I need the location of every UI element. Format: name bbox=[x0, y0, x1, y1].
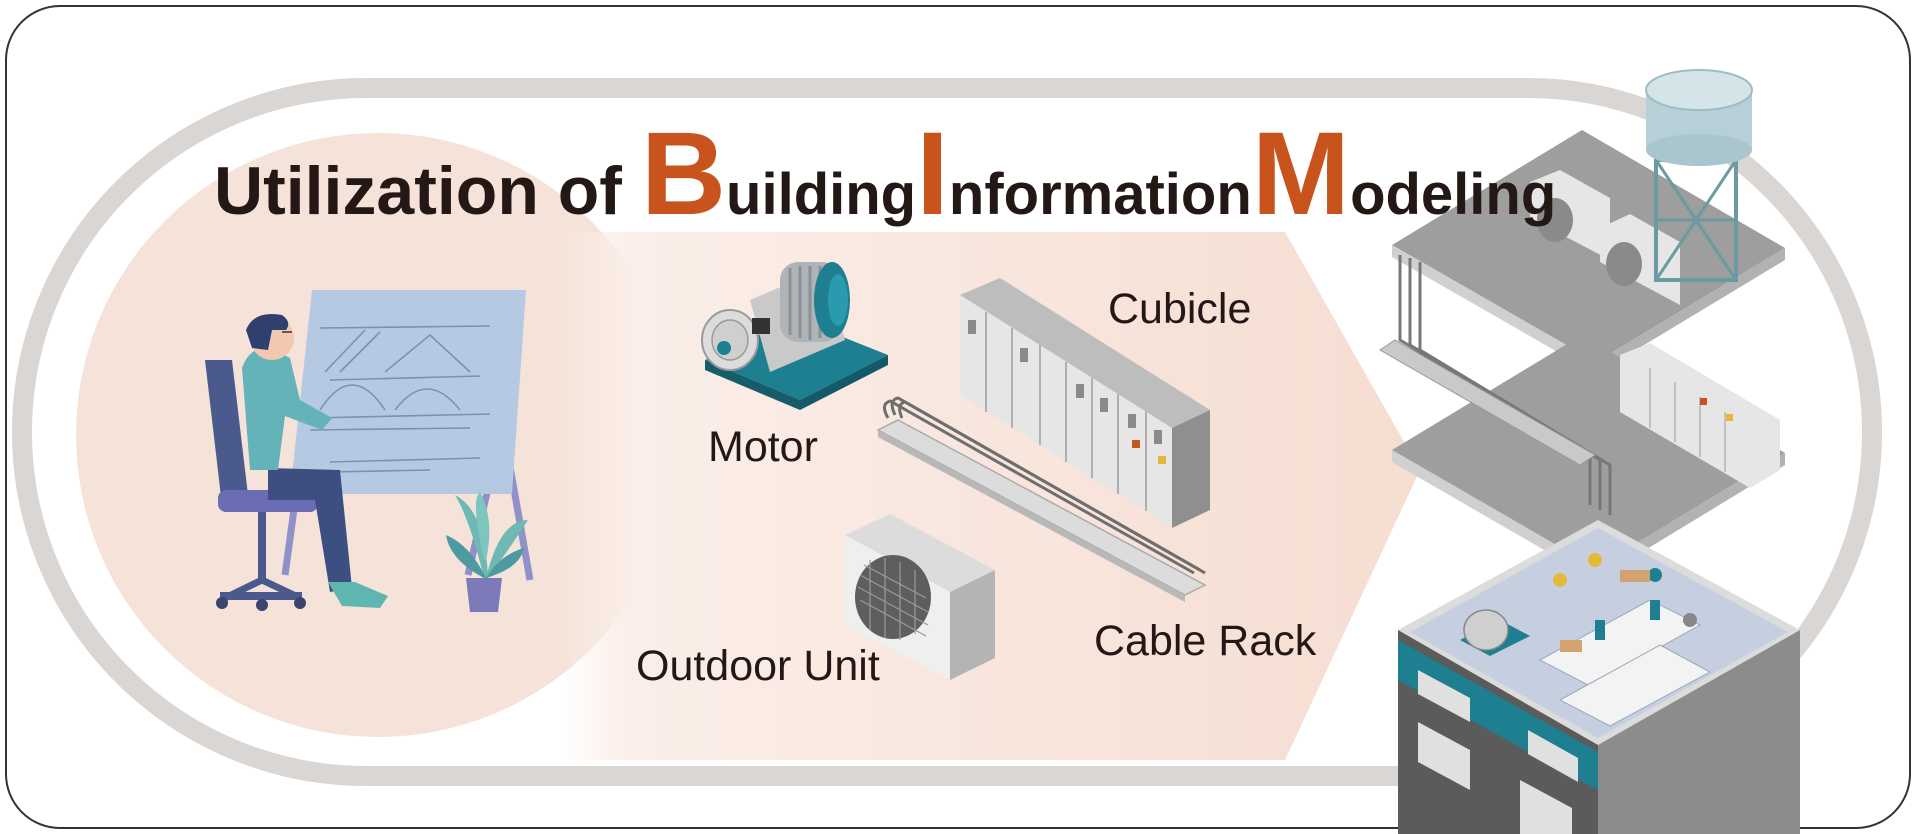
designer-figure bbox=[205, 290, 534, 611]
blueprint-board bbox=[290, 290, 526, 494]
title-word-building: uilding bbox=[726, 162, 916, 227]
page-title: Utilization of BuildingInformationModeli… bbox=[214, 108, 1556, 240]
label-outdoor-unit: Outdoor Unit bbox=[636, 642, 880, 690]
capsule-track bbox=[12, 78, 1882, 786]
label-motor: Motor bbox=[708, 423, 818, 471]
cable-rack-icon bbox=[876, 396, 1207, 602]
motor-icon bbox=[701, 262, 888, 410]
label-cable-rack: Cable Rack bbox=[1094, 617, 1317, 665]
title-word-information: nformation bbox=[949, 162, 1252, 227]
outdoor-unit-icon bbox=[845, 514, 995, 680]
title-initial-m: M bbox=[1252, 108, 1350, 240]
plant-icon bbox=[446, 492, 528, 612]
title-prefix: Utilization of bbox=[214, 153, 641, 229]
title-word-modeling: odeling bbox=[1350, 162, 1556, 227]
water-tower-icon bbox=[1645, 69, 1753, 282]
cubicle-icon bbox=[960, 278, 1210, 528]
title-initial-i: I bbox=[916, 108, 949, 240]
building-icon bbox=[1379, 69, 1800, 834]
title-initial-b: B bbox=[641, 108, 726, 240]
label-cubicle: Cubicle bbox=[1108, 285, 1251, 333]
blueprint-sketch bbox=[309, 325, 491, 473]
